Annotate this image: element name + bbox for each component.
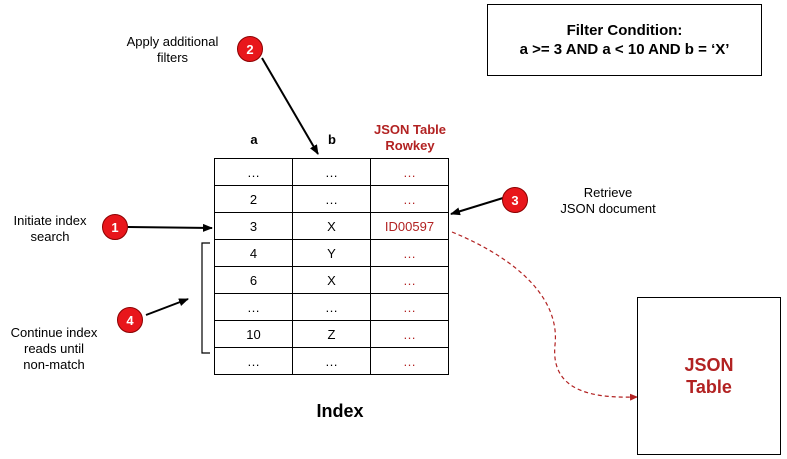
cell-b: Z [292, 320, 371, 348]
arrow-step-2 [261, 57, 319, 155]
rowkey-header-line2: Rowkey [385, 138, 435, 153]
filter-condition-box: Filter Condition: a >= 3 AND a < 10 AND … [487, 4, 762, 76]
cell-rowkey: … [370, 293, 449, 321]
step-3-label-line2: JSON document [560, 201, 656, 216]
step-2-label: Apply additional filters [100, 34, 245, 66]
cell-b: Y [292, 239, 371, 267]
step-2-label-line1: Apply additional [126, 34, 219, 49]
table-row: ……… [214, 347, 449, 375]
rowkey-header-line1: JSON Table [373, 122, 446, 137]
bracket [201, 242, 210, 354]
cell-b: … [292, 158, 371, 186]
cell-a: … [214, 158, 293, 186]
arrow-step-4 [145, 298, 189, 316]
step-3-label: Retrieve JSON document [548, 185, 668, 217]
json-table-line1: JSON [684, 355, 734, 375]
cell-a: … [214, 293, 293, 321]
cell-rowkey: … [370, 347, 449, 375]
column-header-a: a [250, 132, 258, 147]
step-4-label: Continue index reads until non-match [0, 325, 108, 373]
step-4-label-line2: reads until [24, 341, 84, 356]
cell-a: 2 [214, 185, 293, 213]
cell-a: 10 [214, 320, 293, 348]
step-1-label-line1: Initiate index [13, 213, 87, 228]
step-2-badge: 2 [237, 36, 263, 62]
step-1-label-line2: search [30, 229, 70, 244]
cell-a: 3 [214, 212, 293, 240]
cell-rowkey: ID00597 [370, 212, 449, 240]
filter-title: Filter Condition: [566, 22, 683, 39]
arrow-step-3 [450, 197, 504, 216]
column-header-rowkey: JSON Table Rowkey [362, 122, 458, 154]
filter-expression: a >= 3 AND a < 10 AND b = ‘X’ [519, 41, 730, 58]
index-title: Index [316, 401, 364, 421]
cell-a: 4 [214, 239, 293, 267]
table-row: ……… [214, 158, 449, 186]
json-table-box: JSON Table [637, 297, 781, 455]
json-table-line2: Table [686, 377, 732, 397]
arrow-step-1 [127, 223, 213, 232]
step-1-badge: 1 [102, 214, 128, 240]
step-3-label-line1: Retrieve [583, 185, 633, 200]
cell-b: … [292, 347, 371, 375]
step-2-label-line2: filters [156, 50, 189, 65]
cell-b: X [292, 266, 371, 294]
cell-b: … [292, 293, 371, 321]
step-4-label-line1: Continue index [10, 325, 98, 340]
cell-a: … [214, 347, 293, 375]
step-4-badge: 4 [117, 307, 143, 333]
cell-rowkey: … [370, 158, 449, 186]
cell-rowkey: … [370, 239, 449, 267]
cell-rowkey: … [370, 185, 449, 213]
cell-b: … [292, 185, 371, 213]
step-3-badge: 3 [502, 187, 528, 213]
step-1-label: Initiate index search [0, 213, 100, 245]
cell-b: X [292, 212, 371, 240]
table-row: ……… [214, 293, 449, 321]
cell-rowkey: … [370, 320, 449, 348]
cell-a: 6 [214, 266, 293, 294]
column-header-b: b [328, 132, 336, 147]
dashed-arrow-to-json-table [451, 231, 638, 401]
cell-rowkey: … [370, 266, 449, 294]
step-4-label-line3: non-match [23, 357, 85, 372]
table-row: 2…… [214, 185, 449, 213]
